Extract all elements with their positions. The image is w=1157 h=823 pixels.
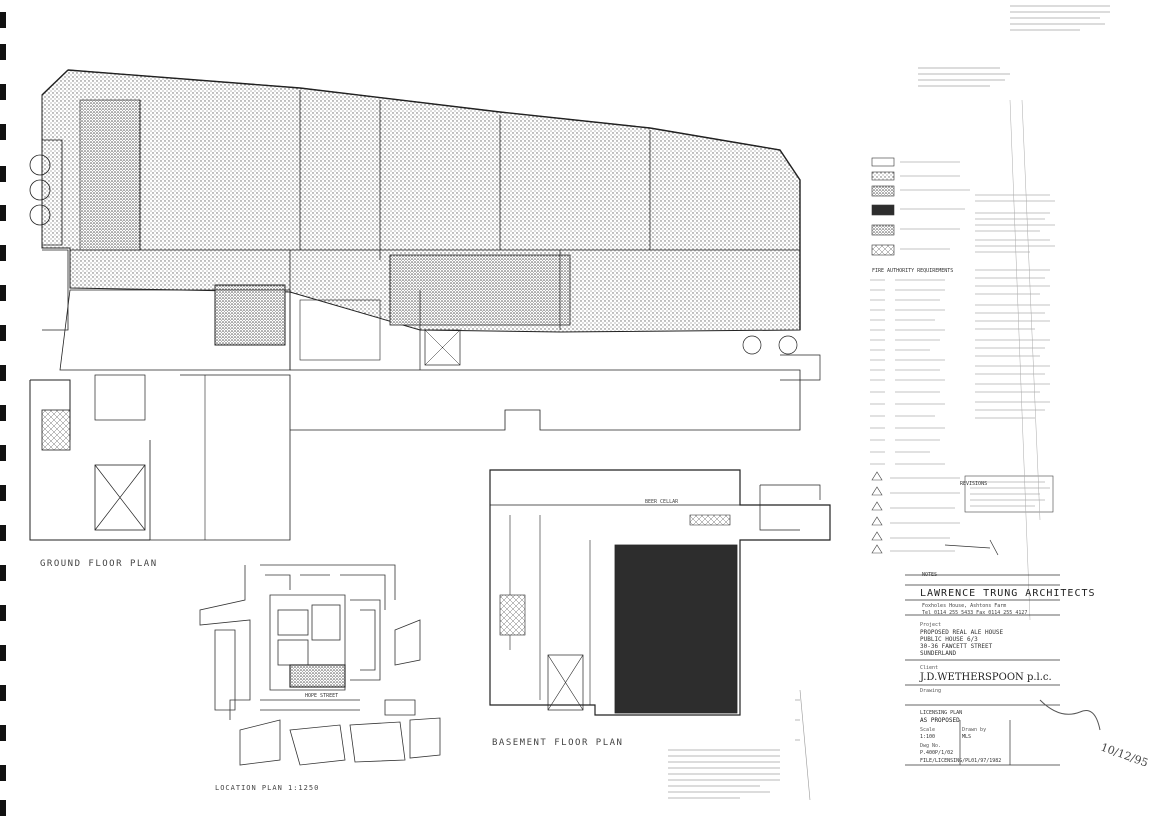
legend [870, 99, 1055, 621]
ground-floor-plan [29, 69, 821, 541]
beer-cellar-fill [614, 544, 738, 714]
architect-name: LAWRENCE TRUNG ARCHITECTS [920, 588, 1096, 599]
project-line-2: PUBLIC HOUSE 6/3 [920, 636, 978, 643]
project-label: Project [920, 622, 941, 628]
ground-floor-label: GROUND FLOOR PLAN [40, 559, 158, 569]
notes-label: NOTES [922, 572, 937, 578]
project-line-1: PROPOSED REAL ALE HOUSE [920, 629, 1003, 636]
client-name: J.D.WETHERSPOON p.l.c. [919, 672, 1052, 683]
signature-date: 10/12/95 [1099, 741, 1150, 770]
title-block [905, 539, 1101, 766]
bottom-ref: FILE/LICENSING/PL01/97/1982 [920, 758, 1001, 764]
dwg-no-value: P.400P/1/02 [920, 750, 953, 756]
basement-room-label: BEER CELLAR [645, 499, 679, 505]
revisions-label: REVISIONS [960, 481, 987, 487]
drawn-value: MLS [962, 734, 971, 740]
architect-address: Foxholes House, Ashtons Farm [922, 603, 1006, 609]
architect-phone: Tel 0114 255 5433 Fax 0114 255 4127 [922, 610, 1027, 616]
notes-fine-print [668, 5, 1110, 801]
drawing-status: AS PROPOSED [920, 717, 960, 724]
drawing-label: Drawing [920, 688, 941, 694]
location-plan-label: LOCATION PLAN 1:1250 [215, 784, 319, 792]
basement-floor-label: BASEMENT FLOOR PLAN [492, 738, 623, 748]
project-line-4: SUNDERLAND [920, 650, 957, 657]
legend-title: FIRE AUTHORITY REQUIREMENTS [872, 268, 953, 274]
drawing-title: LICENSING PLAN [920, 710, 962, 716]
ground-dark-zone [214, 284, 286, 346]
binding-holes [0, 12, 6, 816]
client-label: Client [920, 665, 938, 671]
site-outline [289, 664, 346, 688]
project-line-3: 30-36 FAWCETT STREET [920, 643, 993, 650]
scale-value: 1:100 [920, 734, 935, 740]
location-plan [199, 564, 441, 766]
location-street-label: HOPE STREET [305, 693, 338, 699]
dwg-no-label: Dwg No. [920, 743, 941, 749]
scale-label: Scale [920, 727, 935, 733]
drawn-label: Drawn by [962, 727, 986, 733]
basement-floor-plan [489, 469, 831, 716]
